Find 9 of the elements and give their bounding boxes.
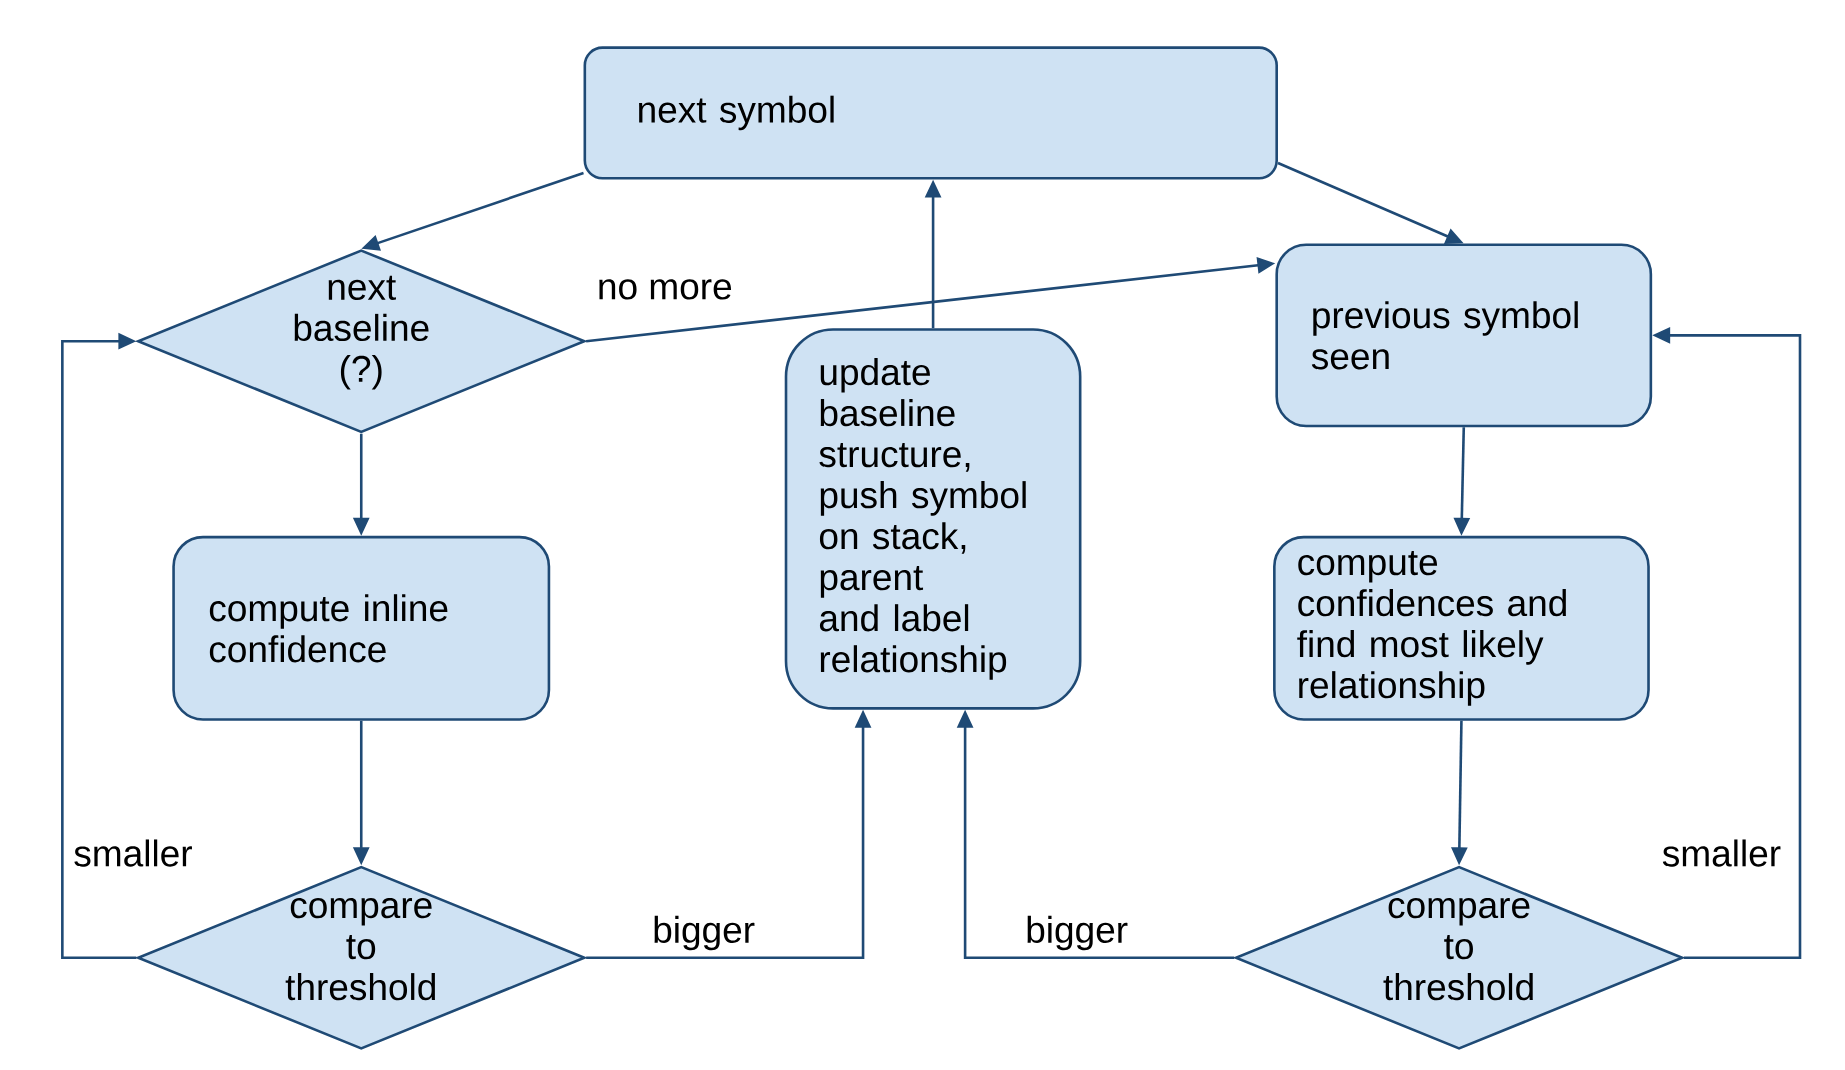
process-box: next symbol [583,46,1278,180]
process-box: compute inline confidence [172,536,551,721]
arrow [61,333,137,960]
edge-label: no more [592,275,737,304]
process-box: update baseline structure, push symbol on stack, parent and label relationship [784,328,1082,710]
process-box: compute confidences and find most likely relationship [1273,536,1650,721]
edge-label: bigger [648,912,760,955]
edge-label: bigger [1021,912,1133,955]
process-box: previous symbol seen [1275,243,1653,428]
